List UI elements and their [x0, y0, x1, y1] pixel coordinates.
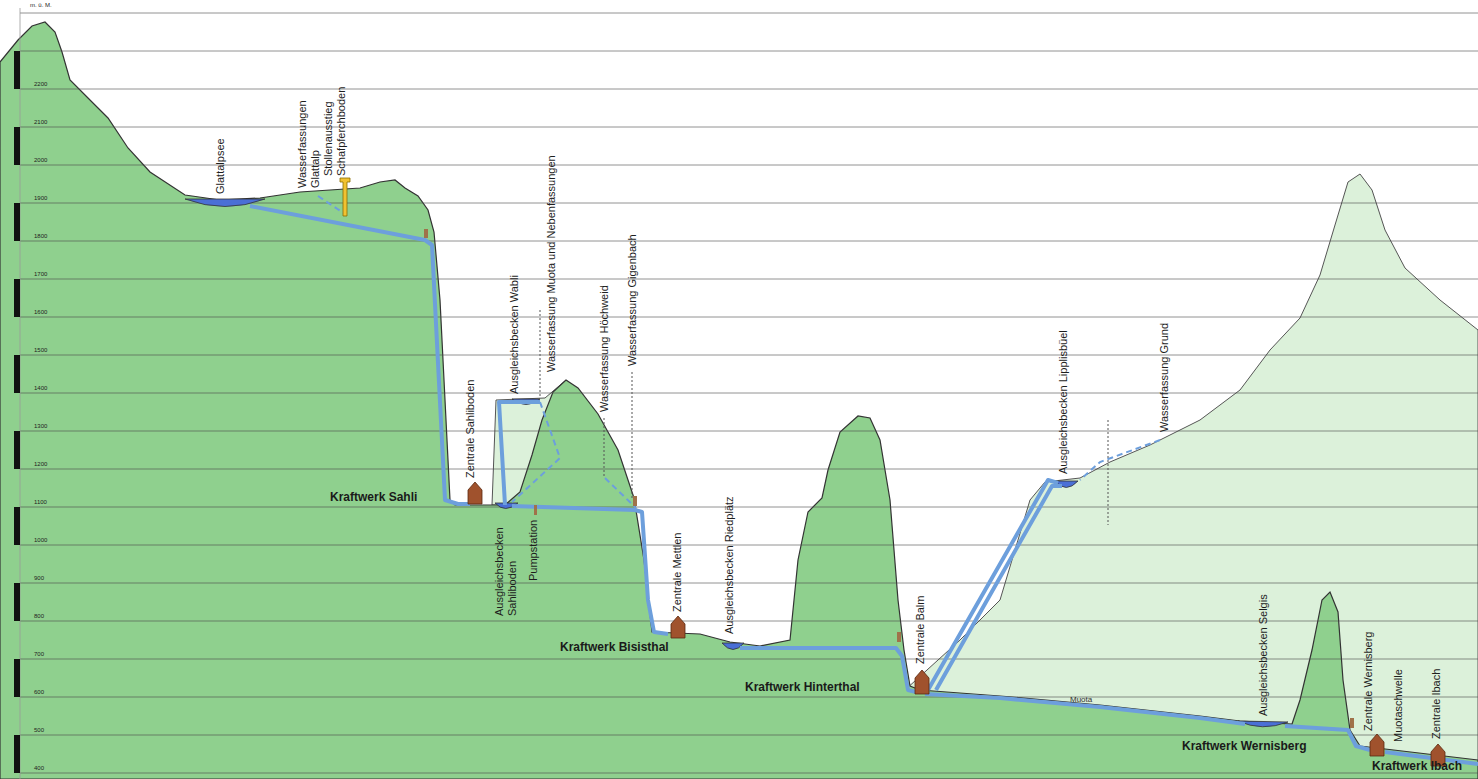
plant-name: Kraftwerk Hinterthal [745, 681, 860, 695]
feature-label: Wasserfassung Höchweid [598, 285, 611, 412]
power-house [915, 670, 929, 694]
feature-label: Zentrale Mettlen [671, 533, 684, 612]
feature-label: Zentrale Ibach [1430, 669, 1443, 739]
axis-value: 1300 [34, 423, 47, 430]
axis-bar [14, 507, 20, 545]
feature-label: Wasserfassung Grund [1158, 323, 1171, 432]
leader-line [540, 310, 541, 398]
axis-bar [14, 355, 20, 393]
axis-unit: m. ü. M. [30, 2, 52, 9]
grid-line [20, 279, 1478, 280]
feature-label: Zentrale Balm [914, 596, 927, 664]
grid-line [20, 469, 1478, 470]
river [925, 694, 1245, 724]
plant-name: Kraftwerk Ibach [1372, 760, 1462, 774]
axis-bar [14, 583, 20, 621]
feature-label: Wasserfassung Muota und Nebenfassungen [545, 155, 558, 372]
grid-line [20, 583, 1478, 584]
axis-bar [14, 127, 20, 165]
feature-label: Ausgleichsbecken Riedplätz [723, 496, 736, 634]
plant-name: Kraftwerk Sahli [330, 491, 417, 505]
terrain [0, 22, 1478, 779]
grid-line [20, 89, 1478, 90]
axis-value: 2000 [34, 157, 47, 164]
axis-value: 600 [34, 689, 44, 696]
pressure-pipe [250, 206, 470, 504]
grid-line [20, 165, 1478, 166]
axis-value: 1200 [34, 461, 47, 468]
power-house [671, 616, 685, 638]
leader-line [1108, 420, 1109, 525]
plant-name: Kraftwerk Wernisberg [1182, 740, 1306, 754]
background-mountain [905, 174, 1478, 779]
axis-value: 1000 [34, 537, 47, 544]
axis-bar [14, 203, 20, 241]
grid-line [20, 773, 1478, 774]
feature-label: Ausgleichsbecken Wabli [508, 275, 521, 394]
feeder-line [605, 478, 636, 508]
axis-value: 500 [34, 727, 44, 734]
axis-bar [14, 51, 20, 89]
grid-line [20, 51, 1478, 52]
grid-line [20, 431, 1478, 432]
feature-label: Ausgleichsbecken Lipplisbüel [1057, 330, 1070, 474]
axis-value: 1800 [34, 233, 47, 240]
axis-value: 2100 [34, 119, 47, 126]
axis-value: 1100 [34, 499, 47, 506]
axis-value: 1700 [34, 271, 47, 278]
pressure-pipe [936, 486, 1062, 690]
axis-value: 700 [34, 651, 44, 658]
grid-line [20, 545, 1478, 546]
pressure-pipe [512, 506, 668, 634]
river-name: Muota [1070, 695, 1092, 704]
feature-label: Ausgleichsbecken Selgis [1257, 594, 1270, 716]
feature-label: Glattalpsee [214, 138, 227, 194]
axis-value: 1500 [34, 347, 47, 354]
plant-name: Kraftwerk Bisisthal [560, 641, 669, 655]
axis-value: 1900 [34, 195, 47, 202]
feature-label: Ausgleichsbecken Sahliboden [493, 520, 518, 616]
grid-line [20, 355, 1478, 356]
intake-marker [534, 505, 537, 515]
grid-line [20, 393, 1478, 394]
grid-line [20, 127, 1478, 128]
feeder-line [318, 196, 345, 214]
axis-value: 2200 [34, 81, 47, 88]
grid-line [20, 507, 1478, 508]
grid-line [20, 735, 1478, 736]
intake-marker [633, 496, 637, 506]
feature-label: Pumpstation [527, 520, 540, 581]
axis-bar [14, 279, 20, 317]
leader-line [604, 418, 605, 476]
axis-value: 800 [34, 613, 44, 620]
intake-marker [897, 632, 901, 642]
grid-line [20, 241, 1478, 242]
feature-label: Zentrale Wernisberg [1362, 632, 1375, 731]
basin [1238, 721, 1288, 727]
feeder-line [1080, 440, 1160, 480]
axis-value: 1400 [34, 385, 47, 392]
axis-value: 400 [34, 765, 44, 772]
grid-line [20, 317, 1478, 318]
feature-label: Wasserfassung Gigenbach [626, 234, 639, 366]
axis-bar [14, 431, 20, 469]
axis-value: 900 [34, 575, 44, 582]
feature-label: Muotaschwelle [1392, 669, 1405, 742]
intake-marker [424, 229, 428, 238]
feature-label: Zentrale Sahliboden [464, 380, 477, 478]
grid-line [20, 13, 1478, 14]
intake-marker [1350, 718, 1354, 728]
axis-value: 1600 [34, 309, 47, 316]
feeder-line [512, 402, 560, 502]
feature-label: Wasserfassungen Glattalp [296, 104, 321, 188]
feature-label: Stollenausstieg Schafpferchboden [322, 76, 347, 176]
power-house [1370, 734, 1384, 756]
power-house [468, 482, 482, 504]
axis-bar [14, 735, 20, 773]
shaft [340, 178, 350, 216]
axis-bar [14, 659, 20, 697]
pressure-pipe [499, 402, 540, 505]
leader-line [632, 372, 633, 500]
